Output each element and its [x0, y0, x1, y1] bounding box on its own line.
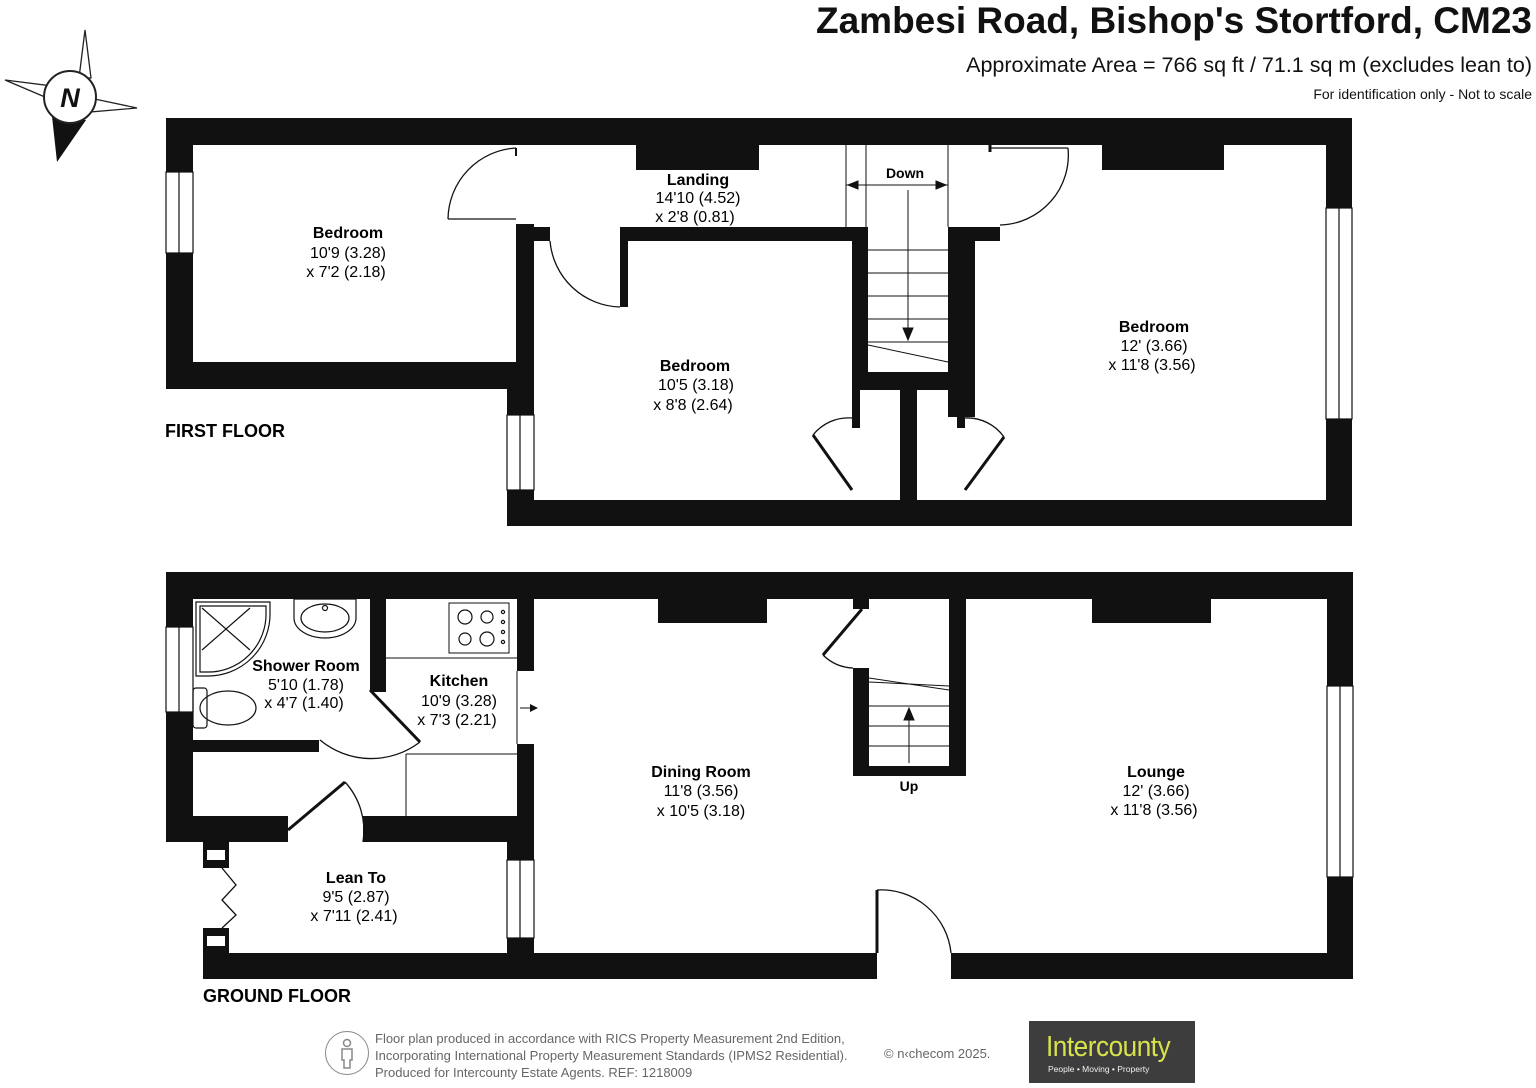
- svg-text:x 7'11 (2.41): x 7'11 (2.41): [310, 908, 397, 925]
- svg-text:12' (3.66): 12' (3.66): [1120, 338, 1187, 355]
- svg-text:x 4'7 (1.40): x 4'7 (1.40): [264, 695, 344, 712]
- footer-notes: Floor plan produced in accordance with R…: [375, 1030, 848, 1081]
- hob-icon: [457, 609, 506, 647]
- svg-text:9'5 (2.87): 9'5 (2.87): [322, 889, 389, 906]
- scale-note: For identification only - Not to scale: [1313, 86, 1532, 102]
- logo-name: Intercounty: [1046, 1031, 1171, 1063]
- toilet-icon: [192, 687, 257, 729]
- svg-text:x 7'3 (2.21): x 7'3 (2.21): [417, 712, 497, 729]
- first-floor-stairs: [845, 145, 949, 363]
- ground-floor-windows: [165, 626, 1354, 939]
- svg-text:Kitchen: Kitchen: [430, 673, 489, 690]
- first-floor-walls: [166, 118, 1352, 526]
- ground-floor-walls: [166, 572, 1353, 979]
- svg-text:5'10 (1.78): 5'10 (1.78): [268, 677, 344, 694]
- stairs-up-label: Up: [900, 778, 919, 794]
- svg-text:10'9 (3.28): 10'9 (3.28): [310, 245, 386, 262]
- stairs-down-label: Down: [886, 165, 924, 181]
- svg-text:x 10'5 (3.18): x 10'5 (3.18): [657, 803, 745, 820]
- area-text: Approximate Area = 766 sq ft / 71.1 sq m…: [966, 53, 1532, 77]
- rics-person-icon: [325, 1031, 369, 1075]
- first-floor-label: FIRST FLOOR: [165, 421, 285, 441]
- footer-line-1: Floor plan produced in accordance with R…: [375, 1031, 845, 1046]
- svg-text:Lounge: Lounge: [1127, 764, 1185, 781]
- footer-line-3: Produced for Intercounty Estate Agents. …: [375, 1065, 693, 1080]
- footer-line-2: Incorporating International Property Mea…: [375, 1048, 848, 1063]
- svg-text:12' (3.66): 12' (3.66): [1122, 783, 1189, 800]
- room-bedroom-2-label: Bedroom 10'5 (3.18) x 8'8 (2.64): [653, 358, 734, 414]
- kitchen-fittings: [386, 602, 518, 816]
- svg-text:Bedroom: Bedroom: [313, 225, 383, 242]
- shower-tray-icon: [195, 601, 271, 677]
- room-dining-label: Dining Room 11'8 (3.56) x 10'5 (3.18): [651, 764, 751, 820]
- plan-title: Zambesi Road, Bishop's Stortford, CM23: [816, 0, 1532, 41]
- svg-text:Landing: Landing: [667, 172, 729, 189]
- svg-text:Shower Room: Shower Room: [252, 658, 360, 675]
- svg-text:Lean To: Lean To: [326, 870, 386, 887]
- svg-text:x 11'8 (3.56): x 11'8 (3.56): [1108, 357, 1195, 374]
- nichecom-credit: © n‹checom 2025.: [884, 1046, 991, 1061]
- compass-icon: N: [4, 29, 138, 162]
- room-shower-label: Shower Room 5'10 (1.78) x 4'7 (1.40): [252, 658, 360, 712]
- intercounty-logo: Intercounty People • Moving • Property: [1029, 1021, 1195, 1083]
- ground-floor-stairs: [868, 677, 950, 763]
- first-floor-windows: [165, 171, 1353, 491]
- room-lounge-label: Lounge 12' (3.66) x 11'8 (3.56): [1110, 764, 1197, 819]
- svg-text:11'8 (3.56): 11'8 (3.56): [664, 783, 739, 800]
- logo-tagline: People • Moving • Property: [1048, 1064, 1150, 1074]
- svg-text:Bedroom: Bedroom: [1119, 319, 1189, 336]
- svg-text:10'9 (3.28): 10'9 (3.28): [421, 693, 497, 710]
- room-kitchen-label: Kitchen 10'9 (3.28) x 7'3 (2.21): [417, 673, 497, 729]
- svg-text:x 2'8 (0.81): x 2'8 (0.81): [655, 209, 735, 226]
- kitchen-arrow-icon: [520, 704, 538, 712]
- svg-text:x 11'8 (3.56): x 11'8 (3.56): [1110, 802, 1197, 819]
- compass-label: N: [60, 83, 80, 113]
- ground-floor-doors: [287, 608, 952, 954]
- lean-to-side-door: [203, 842, 237, 954]
- svg-text:Dining Room: Dining Room: [651, 764, 751, 781]
- svg-text:10'5 (3.18): 10'5 (3.18): [658, 377, 734, 394]
- room-bedroom-3-label: Bedroom 12' (3.66) x 11'8 (3.56): [1108, 319, 1195, 374]
- svg-text:x 8'8 (2.64): x 8'8 (2.64): [653, 397, 733, 414]
- first-floor-doors: [447, 145, 1070, 491]
- svg-text:x 7'2 (2.18): x 7'2 (2.18): [306, 264, 386, 281]
- svg-text:Bedroom: Bedroom: [660, 358, 730, 375]
- svg-text:14'10 (4.52): 14'10 (4.52): [656, 190, 741, 207]
- room-bedroom-1-label: Bedroom 10'9 (3.28) x 7'2 (2.18): [306, 225, 386, 281]
- room-landing-label: Landing 14'10 (4.52) x 2'8 (0.81): [655, 172, 740, 226]
- ground-floor-label: GROUND FLOOR: [203, 986, 351, 1006]
- room-lean-to-label: Lean To 9'5 (2.87) x 7'11 (2.41): [310, 870, 397, 925]
- basin-icon: [293, 598, 357, 639]
